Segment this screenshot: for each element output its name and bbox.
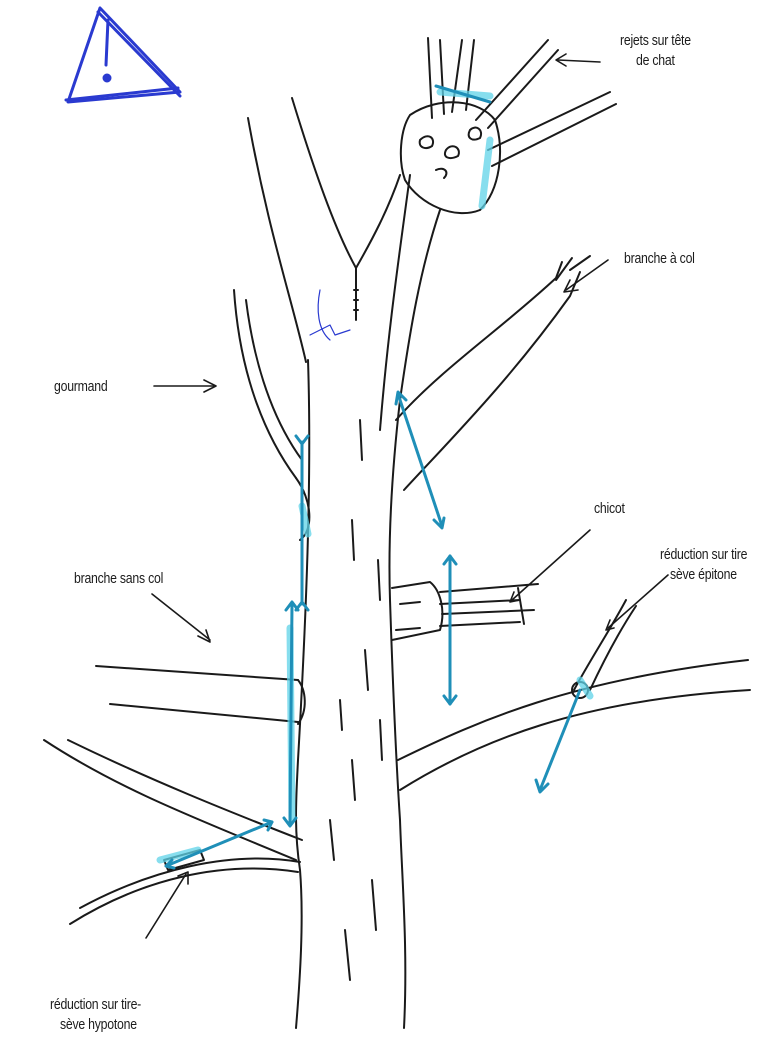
- label-branche-a-col: branche à col: [624, 250, 695, 268]
- cut-line-highlights: [160, 92, 590, 860]
- label-reduction-epitone-line2: sève épitone: [670, 566, 737, 584]
- label-branche-sans-col: branche sans col: [74, 570, 163, 588]
- label-chicot: chicot: [594, 500, 625, 518]
- warning-triangle-icon: [66, 8, 180, 102]
- upper-right-trunk: [380, 175, 440, 430]
- stub: [392, 582, 538, 640]
- cat-head: [401, 38, 616, 213]
- label-gourmand: gourmand: [54, 378, 107, 396]
- label-reduction-epitone-line1: réduction sur tire: [660, 546, 747, 564]
- cut-line-arrows: [166, 86, 580, 868]
- label-reduction-hypotone-line2: sève hypotone: [60, 1016, 137, 1034]
- label-rejets-line2: de chat: [636, 52, 675, 70]
- label-rejets-line1: rejets sur tête: [620, 32, 691, 50]
- branch-without-collar: [96, 666, 305, 724]
- trunk: [296, 360, 405, 1028]
- label-reduction-hypotone-line1: réduction sur tire-: [50, 996, 141, 1014]
- branch-with-collar: [396, 256, 590, 490]
- upper-left-branch: [248, 98, 400, 362]
- label-arrows: [146, 54, 668, 938]
- lower-left-branch: [44, 740, 302, 924]
